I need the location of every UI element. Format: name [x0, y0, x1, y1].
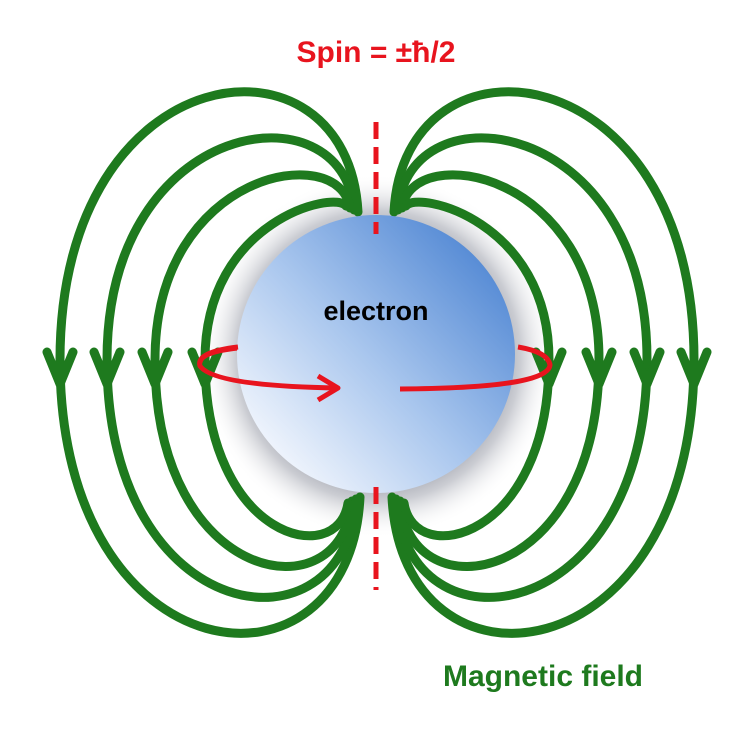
field-arrowhead-icon [187, 347, 223, 389]
electron-label: electron [323, 296, 428, 326]
field-line [150, 170, 357, 572]
electron-sphere [237, 215, 515, 493]
field-lines-right [387, 87, 712, 638]
field-arrowhead-icon [531, 347, 567, 389]
field-line [387, 87, 699, 638]
field-arrowhead-icon [629, 347, 665, 389]
spin-label: Spin = ±ħ/2 [297, 36, 456, 69]
rotation-arrowhead-icon [316, 373, 341, 403]
field-arrowhead-icon [89, 347, 125, 389]
magnetic-field-label: Magnetic field [443, 660, 643, 693]
field-arrowhead-icon [676, 347, 712, 389]
field-line [391, 133, 652, 602]
field-line [102, 133, 361, 602]
field-lines-left [42, 87, 365, 638]
field-line [55, 87, 365, 638]
field-line [200, 197, 353, 541]
field-arrowhead-icon [42, 347, 78, 389]
rotation-arrow-left [197, 344, 339, 391]
field-arrowhead-icon [137, 347, 173, 389]
rotation-arrow-right [399, 344, 553, 392]
field-line [395, 170, 604, 572]
field-arrowhead-icon [581, 347, 617, 389]
